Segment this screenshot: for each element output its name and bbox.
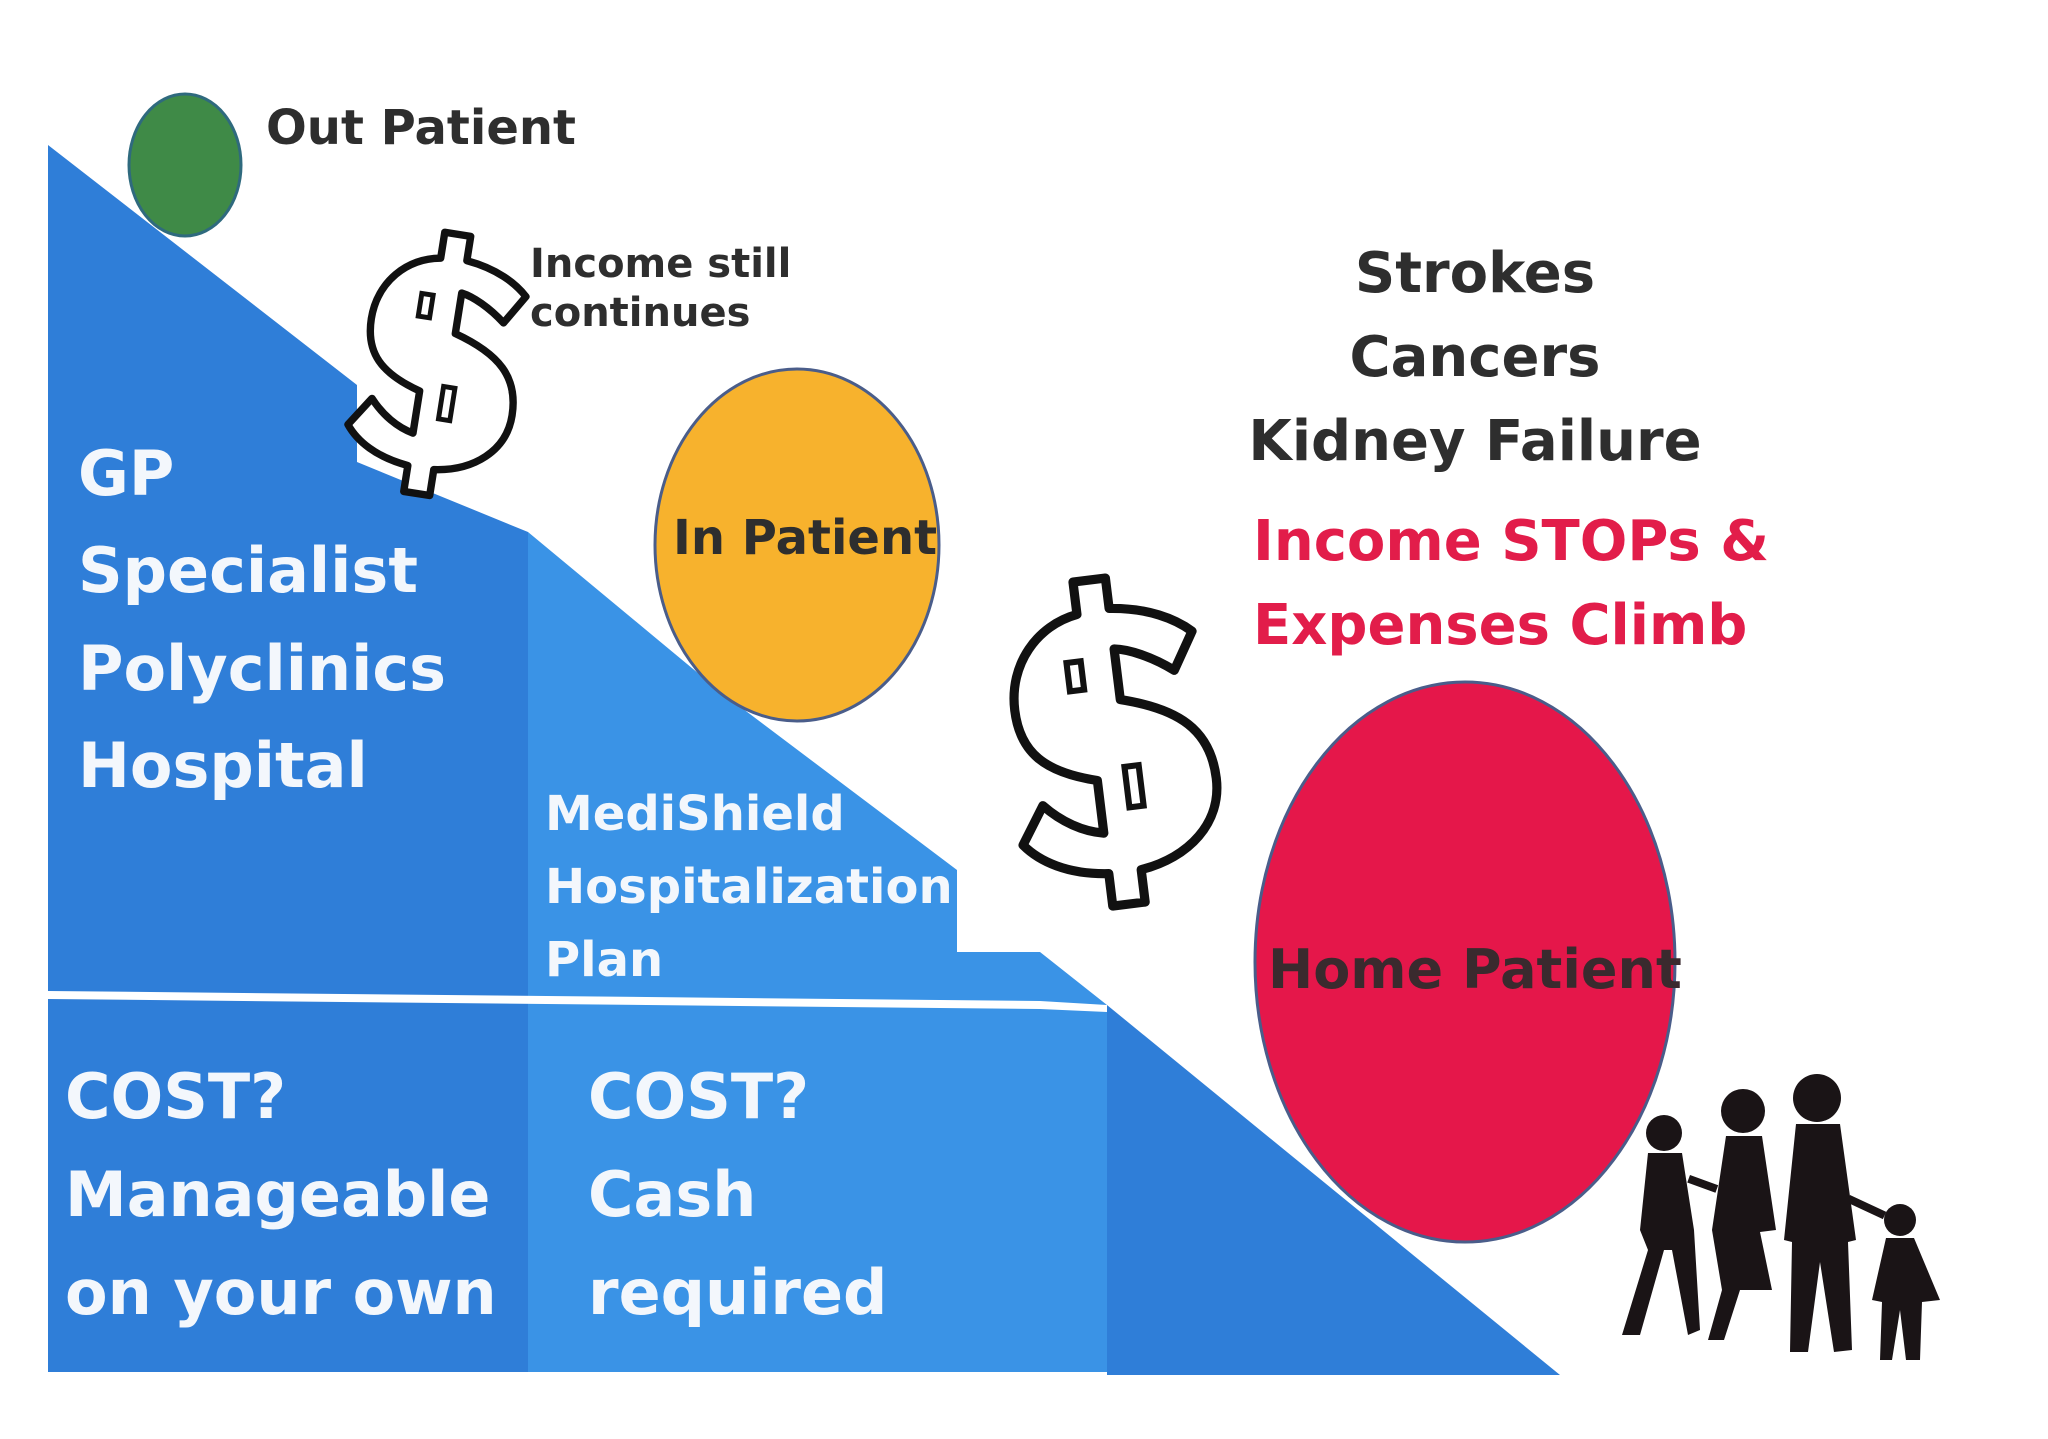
out-patient-label: Out Patient [266, 100, 576, 156]
cost-manageable-block: COST? Manageable on your own [65, 1048, 497, 1342]
income-stops-warning: Income STOPs & Expenses Climb [1253, 500, 1769, 668]
inpatient-stair-block [528, 532, 1107, 1372]
service-item: Polyclinics [78, 631, 447, 705]
medishield-line: Hospitalization [545, 858, 953, 915]
condition-item: Cancers [1349, 325, 1601, 390]
out-patient-circle [127, 92, 243, 238]
home-patient-label: Home Patient [1268, 938, 1682, 1001]
service-item: GP [78, 437, 175, 510]
family-silhouette-icon [1622, 1074, 1940, 1360]
condition-item: Kidney Failure [1248, 409, 1702, 474]
home-patient-slope-block [1107, 1005, 1560, 1375]
medishield-plan-label: MediShield Hospitalization Plan [545, 778, 953, 997]
dollar-sign-icon [1009, 573, 1222, 911]
service-item: Specialist [78, 534, 418, 608]
outpatient-stair-block [48, 145, 528, 1372]
cost-line: COST? [65, 1060, 287, 1133]
service-item: Hospital [78, 728, 368, 802]
cost-line: COST? [588, 1060, 810, 1133]
condition-item: Strokes [1354, 241, 1596, 306]
home-patient-circle [1253, 680, 1677, 1244]
in-patient-label: In Patient [673, 510, 938, 566]
conditions-list: Strokes Cancers Kidney Failure [1230, 232, 1720, 484]
cost-cash-block: COST? Cash required [588, 1048, 887, 1342]
cost-divider-line [48, 991, 1107, 1012]
cost-line: Cash [588, 1157, 757, 1231]
medishield-line: MediShield [545, 786, 845, 842]
dollar-sign-icon [344, 228, 530, 500]
outpatient-services-list: GP Specialist Polyclinics Hospital [78, 425, 446, 814]
income-continues-note: Income still continues [530, 240, 791, 338]
cost-line: required [588, 1255, 888, 1329]
income-still-text: Income still [530, 241, 792, 287]
in-patient-circle [653, 367, 941, 723]
warning-line: Income STOPs & [1253, 509, 1770, 574]
warning-line: Expenses Climb [1253, 593, 1748, 658]
medishield-line: Plan [545, 931, 664, 988]
continues-text: continues [530, 289, 751, 336]
cost-line: on your own [65, 1255, 497, 1329]
cost-line: Manageable [65, 1157, 491, 1231]
